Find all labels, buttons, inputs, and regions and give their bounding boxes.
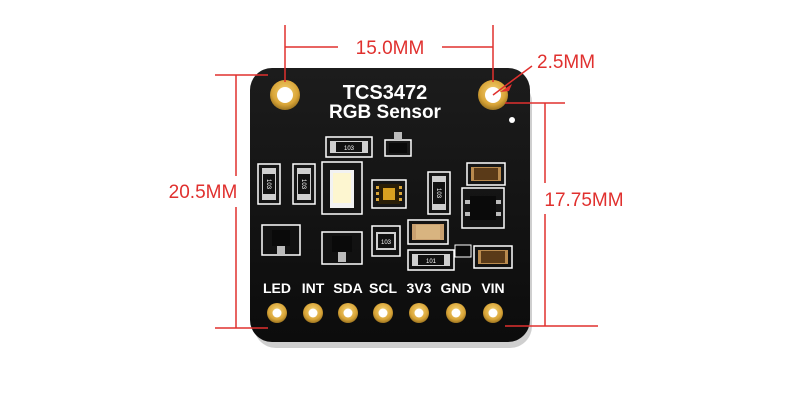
- dim-board-height-label: 20.5MM: [169, 182, 238, 203]
- pin-one-marker: [509, 117, 515, 123]
- resistor-r3: 103: [292, 163, 316, 205]
- pin-pad-sda: [338, 303, 358, 323]
- transistor-top: [384, 132, 412, 157]
- transistor-middle: [321, 231, 363, 265]
- svg-text:103: 103: [344, 146, 355, 152]
- sensor-chip: [371, 179, 407, 209]
- pin-label-int: INT: [302, 280, 325, 296]
- resistor-r2: 103: [257, 163, 281, 205]
- pin-pad-scl: [373, 303, 393, 323]
- board-title: RGB Sensor: [329, 102, 442, 123]
- white-led: [321, 161, 363, 215]
- pin-label-led: LED: [263, 280, 291, 296]
- pin-pad-vin: [483, 303, 503, 323]
- pin-pad-led: [267, 303, 287, 323]
- capacitor-c3: [473, 245, 513, 269]
- transistor-left: [261, 224, 301, 256]
- svg-text:103: 103: [381, 240, 392, 246]
- pcb-board: [250, 68, 530, 342]
- dim-hole-inset-arrow: [500, 84, 512, 92]
- pin-pad-3v3: [409, 303, 429, 323]
- pin-labels: LED INT SDA SCL 3V3 GND VIN: [263, 280, 505, 296]
- pin-label-3v3: 3V3: [407, 280, 432, 296]
- dim-hole-inset-leader: [492, 65, 533, 96]
- transistor-small: [454, 244, 472, 258]
- resistor-r4: 103: [427, 171, 451, 215]
- resistor-r5: 103: [371, 225, 401, 257]
- pin-pad-int: [303, 303, 323, 323]
- capacitor-c2: [407, 219, 449, 245]
- svg-text:103: 103: [435, 188, 441, 199]
- svg-text:103: 103: [265, 179, 271, 190]
- dim-hole-spacing-label: 15.0MM: [356, 38, 425, 59]
- voltage-regulator: [461, 187, 505, 229]
- pin-label-vin: VIN: [481, 280, 504, 296]
- resistor-r1: 103: [325, 136, 373, 158]
- dim-hole-inset-label: 2.5MM: [537, 52, 595, 73]
- resistor-r6: 101: [407, 249, 455, 271]
- pin-label-sda: SDA: [333, 280, 363, 296]
- capacitor-c1: [466, 162, 506, 186]
- svg-text:101: 101: [426, 259, 437, 265]
- chip-name: TCS3472: [343, 82, 428, 104]
- pin-header: [267, 303, 503, 323]
- pin-pad-gnd: [446, 303, 466, 323]
- pin-label-scl: SCL: [369, 280, 397, 296]
- pin-label-gnd: GND: [440, 280, 471, 296]
- svg-text:103: 103: [300, 179, 306, 190]
- dim-pin-to-hole-label: 17.75MM: [544, 190, 623, 211]
- mounting-hole-left: [270, 80, 300, 110]
